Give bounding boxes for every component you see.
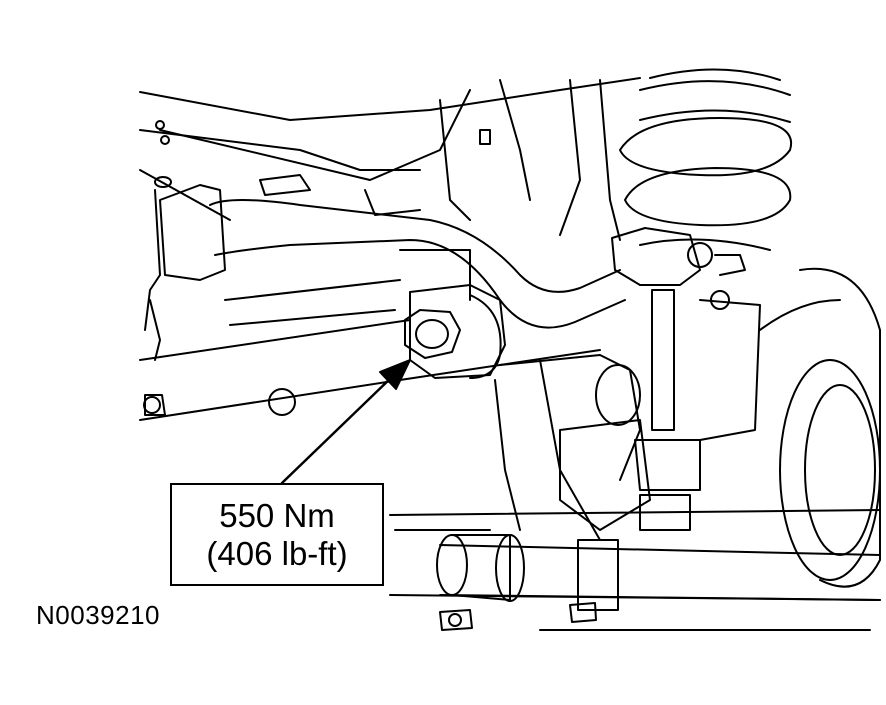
wheel-hub xyxy=(759,267,881,588)
crossmember xyxy=(389,509,881,631)
stabilizer-bar xyxy=(209,199,626,329)
torque-callout-box: 550 Nm (406 lb-ft) xyxy=(170,483,384,586)
lower-control-arm xyxy=(494,354,651,541)
torque-metric-label: 550 Nm xyxy=(219,496,335,534)
stabilizer-bracket-left xyxy=(143,176,226,416)
figure-id-label: N0039210 xyxy=(36,600,160,630)
callout-leader xyxy=(280,359,411,485)
coil-spring xyxy=(619,68,793,251)
torque-imperial-label: (406 lb-ft) xyxy=(206,534,348,572)
pivot-bolt xyxy=(404,284,506,379)
stabilizer-link xyxy=(611,227,761,531)
